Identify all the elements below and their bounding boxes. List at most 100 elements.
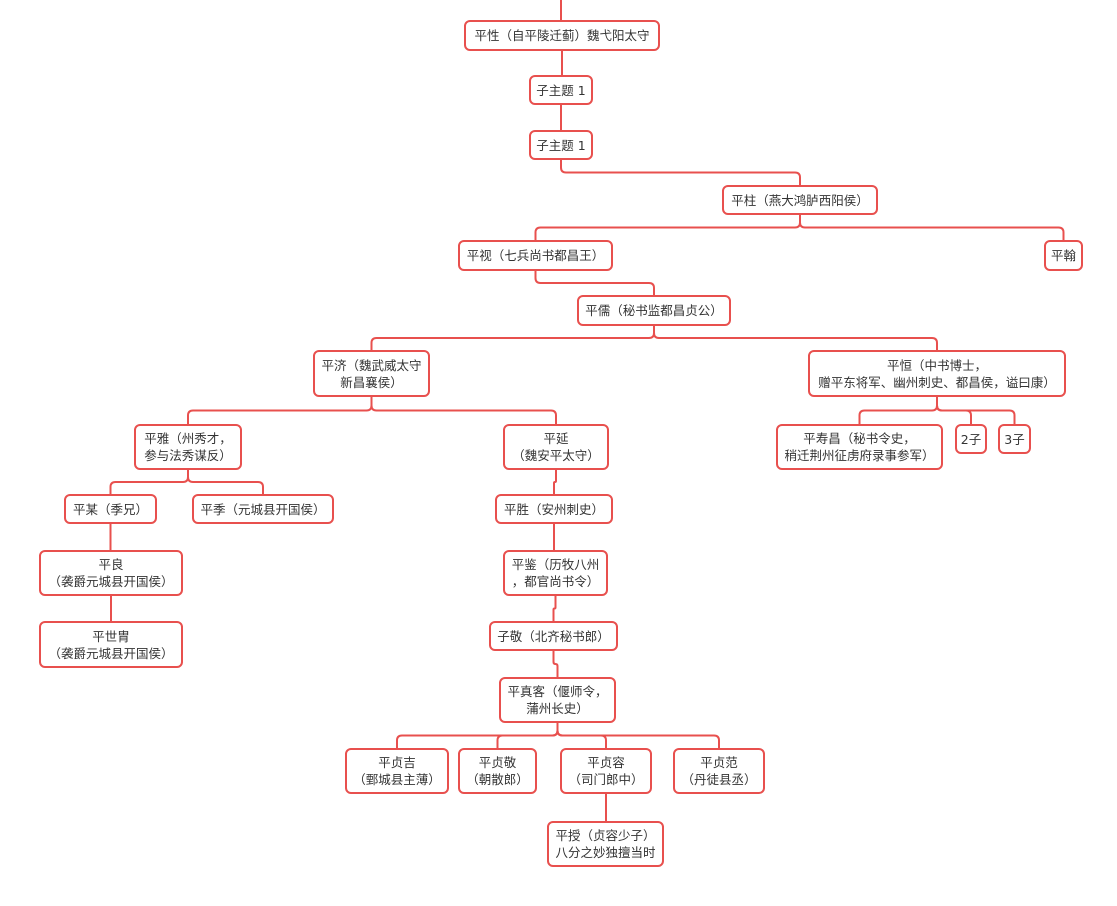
node-ping-liang[interactable]: 平良 （袭爵元城县开国侯）	[39, 550, 183, 596]
node-subtopic-1-b[interactable]: 子主题 1	[529, 130, 593, 160]
node-text-line: （鄄城县主薄）	[353, 772, 441, 787]
node-ping-mou[interactable]: 平某（季兄）	[64, 494, 157, 524]
node-ping-zhenke[interactable]: 平真客（偃师令， 蒲州长史）	[499, 677, 616, 723]
connector-line	[799, 215, 1065, 240]
node-text-line: 平贞吉	[378, 755, 416, 770]
node-subtopic-1-a[interactable]: 子主题 1	[529, 75, 593, 105]
node-ping-han[interactable]: 平翰	[1044, 240, 1083, 271]
node-ping-ru[interactable]: 平儒（秘书监都昌贞公）	[577, 295, 731, 326]
node-ping-ji[interactable]: 平济（魏武威太守新昌襄侯）	[313, 350, 430, 397]
node-ping-shi[interactable]: 平视（七兵尚书都昌王）	[458, 240, 613, 271]
node-text-line: 平翰	[1051, 248, 1077, 263]
node-text-line: 平雅（州秀才，	[144, 431, 232, 446]
node-ping-liang-text: 平良 （袭爵元城县开国侯）	[49, 556, 174, 590]
node-ping-shouchang[interactable]: 平寿昌（秘书令史，稍迁荆州征虏府录事参军）	[776, 424, 943, 470]
connector-line	[534, 271, 655, 295]
node-ping-shizhou[interactable]: 平世胄（袭爵元城县开国侯）	[39, 621, 183, 668]
node-text-line: ，都官尚书令）	[511, 574, 600, 589]
node-text-line: 参与法秀谋反）	[144, 448, 232, 463]
node-text-line: 平季（元城县开国侯）	[200, 501, 326, 517]
node-ping-jian-text: 平鉴（历牧八州 ，都官尚书令）	[512, 556, 600, 590]
node-ping-shizhou-text: 平世胄（袭爵元城县开国侯）	[49, 628, 174, 662]
node-ping-ya[interactable]: 平雅（州秀才， 参与法秀谋反）	[134, 424, 242, 470]
connector-line	[370, 326, 655, 350]
node-text-line: （袭爵元城县开国侯）	[48, 645, 174, 661]
node-ping-zhu[interactable]: 平柱（燕大鸿胪西阳侯）	[722, 185, 878, 215]
node-ping-zhenke-text: 平真客（偃师令， 蒲州长史）	[508, 683, 608, 717]
connector-line	[858, 397, 938, 424]
node-text-line: 八分之妙独擅当时	[555, 845, 656, 860]
node-text-line: 平胜（安州刺史）	[504, 501, 605, 517]
node-zi-jing[interactable]: 子敬（北齐秘书郎）	[489, 621, 618, 651]
node-second-son[interactable]: 2子	[955, 424, 987, 454]
connector-line	[496, 723, 559, 748]
node-text-line: 平柱（燕大鸿胪西阳侯）	[731, 192, 869, 208]
connector-line	[552, 651, 559, 677]
node-text-line: 平寿昌（秘书令史，	[803, 431, 916, 446]
node-ping-ru-text: 平儒（秘书监都昌贞公）	[585, 302, 723, 319]
connector-line	[552, 596, 557, 621]
node-ping-shouchang-text: 平寿昌（秘书令史，稍迁荆州征虏府录事参军）	[785, 430, 935, 464]
node-text-line: 平延	[543, 431, 569, 446]
node-text-line: 平贞容	[587, 755, 625, 770]
connector-line	[534, 215, 801, 240]
node-text-line: 平真客（偃师令，	[507, 684, 608, 699]
node-text-line: 平良	[98, 557, 124, 572]
node-text-line: 平性（自平陵迁蓟）魏弋阳太守	[474, 28, 650, 43]
node-text-line: （朝散郎）	[466, 772, 529, 787]
node-ping-zhenjing[interactable]: 平贞敬 （朝散郎）	[458, 748, 537, 794]
node-ping-zhenrong-text: 平贞容 （司门郎中）	[569, 754, 644, 788]
node-ping-zhenji[interactable]: 平贞吉 （鄄城县主薄）	[345, 748, 449, 794]
node-ping-ji-text: 平济（魏武威太守新昌襄侯）	[322, 357, 422, 391]
connector-line	[556, 723, 720, 748]
node-text-line: （丹徒县丞）	[681, 772, 757, 787]
node-text-line: （袭爵元城县开国侯）	[48, 574, 174, 589]
node-ping-yan[interactable]: 平延 （魏安平太守）	[503, 424, 609, 470]
node-text-line: 平恒（中书博士，	[886, 357, 987, 373]
node-text-line: （司门郎中）	[568, 772, 644, 787]
node-ping-yan-text: 平延 （魏安平太守）	[512, 430, 600, 464]
connector-line	[560, 160, 801, 185]
node-ping-jian[interactable]: 平鉴（历牧八州 ，都官尚书令）	[503, 550, 608, 596]
node-text-line: 蒲州长史）	[526, 701, 589, 716]
node-ping-heng-text: 平恒（中书博士，赠平东将军、幽州刺史、都昌侯，谥曰康）	[818, 357, 1056, 391]
node-text-line: （魏安平太守）	[512, 448, 600, 463]
node-ping-xing-text: 平性（自平陵迁蓟）魏弋阳太守	[474, 27, 649, 44]
node-text-line: 平鉴（历牧八州	[511, 557, 600, 572]
node-ping-zhenji-text: 平贞吉 （鄄城县主薄）	[353, 754, 441, 788]
node-text-line: 平视（七兵尚书都昌王）	[466, 248, 605, 263]
node-third-son-text: 3子	[1004, 431, 1024, 448]
node-ping-zhu-text: 平柱（燕大鸿胪西阳侯）	[731, 192, 869, 209]
connector-line	[370, 397, 557, 424]
node-text-line: 子主题 1	[536, 82, 586, 98]
node-text-line: 子敬（北齐秘书郎）	[497, 628, 610, 644]
node-third-son[interactable]: 3子	[998, 424, 1031, 454]
node-text-line: 平贞范	[700, 755, 738, 770]
connector-line	[936, 397, 1016, 424]
node-ping-ya-text: 平雅（州秀才， 参与法秀谋反）	[144, 430, 232, 464]
node-subtopic-1-b-text: 子主题 1	[536, 137, 585, 154]
node-ping-mou-text: 平某（季兄）	[73, 501, 148, 518]
node-second-son-text: 2子	[961, 431, 981, 448]
node-ping-ji-yuancheng[interactable]: 平季（元城县开国侯）	[192, 494, 334, 524]
node-text-line: 平某（季兄）	[73, 501, 149, 517]
node-text-line: 平贞敬	[478, 755, 517, 770]
node-text-line: 子主题 1	[536, 137, 586, 153]
node-ping-zhenrong[interactable]: 平贞容 （司门郎中）	[560, 748, 652, 794]
node-text-line: 平授（贞容少子）	[555, 828, 656, 843]
node-text-line: 2子	[960, 431, 982, 447]
node-ping-zhenfan[interactable]: 平贞范 （丹徒县丞）	[673, 748, 765, 794]
node-text-line: 新昌襄侯）	[340, 374, 403, 390]
node-ping-zhenfan-text: 平贞范 （丹徒县丞）	[682, 754, 757, 788]
node-ping-heng[interactable]: 平恒（中书博士，赠平东将军、幽州刺史、都昌侯，谥曰康）	[808, 350, 1066, 397]
connector-line	[187, 397, 373, 424]
node-ping-xing[interactable]: 平性（自平陵迁蓟）魏弋阳太守	[464, 20, 660, 51]
connector-line	[109, 470, 189, 494]
node-ping-sheng[interactable]: 平胜（安州刺史）	[495, 494, 613, 524]
node-ping-shou[interactable]: 平授（贞容少子） 八分之妙独擅当时	[547, 821, 664, 867]
node-text-line: 平儒（秘书监都昌贞公）	[585, 303, 723, 318]
node-ping-han-text: 平翰	[1051, 247, 1076, 264]
node-text-line: 3子	[1004, 431, 1025, 447]
